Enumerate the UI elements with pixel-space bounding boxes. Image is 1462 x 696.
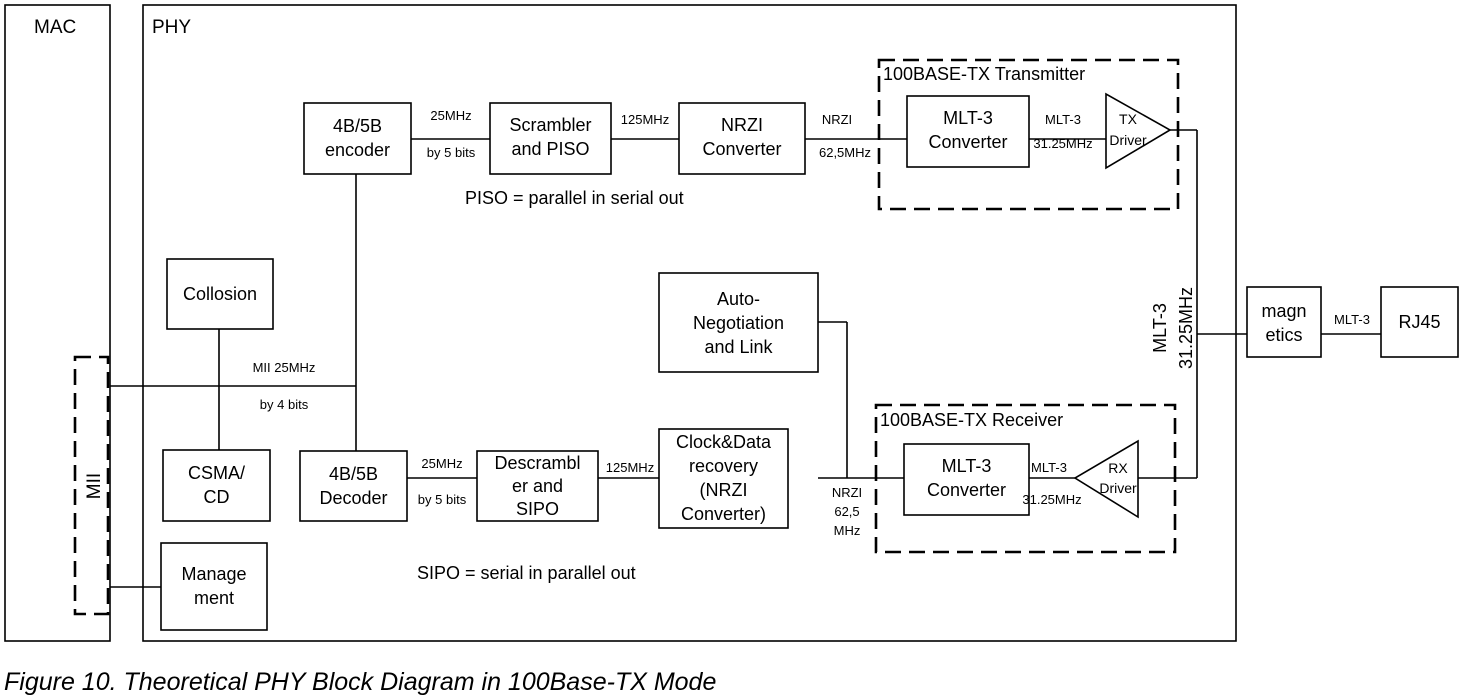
svg-text:and Link: and Link <box>704 337 773 357</box>
label-enc-scr-bits: by 5 bits <box>427 145 476 160</box>
svg-text:Scrambler: Scrambler <box>509 115 591 135</box>
svg-text:Converter: Converter <box>928 132 1007 152</box>
svg-text:MLT-3: MLT-3 <box>943 108 993 128</box>
auto-negotiation-block: Auto- Negotiation and Link <box>658 272 819 373</box>
label-mag-rj45: MLT-3 <box>1334 312 1370 327</box>
svg-text:Descrambl: Descrambl <box>494 453 580 473</box>
encoder-block: 4B/5B encoder <box>303 102 412 175</box>
label-nrzi-mlt-freq: 62,5MHz <box>819 145 871 160</box>
svg-text:Negotiation: Negotiation <box>693 313 784 333</box>
decoder-block: 4B/5B Decoder <box>299 450 408 522</box>
svg-text:4B/5B: 4B/5B <box>333 116 382 136</box>
label-nrzi-mlt-type: NRZI <box>822 112 852 127</box>
collision-block: Collosion <box>166 258 274 330</box>
svg-text:(NRZI: (NRZI <box>700 480 748 500</box>
sipo-note: SIPO = serial in parallel out <box>417 563 636 583</box>
magnetics-block: magn etics <box>1246 286 1322 358</box>
label-vertical-freq: 31.25MHz <box>1176 287 1196 369</box>
svg-text:Auto-: Auto- <box>717 289 760 309</box>
mlt3-rx-block: MLT-3 Converter <box>903 443 1030 516</box>
svg-text:CSMA/: CSMA/ <box>188 463 245 483</box>
rj45-block: RJ45 <box>1380 286 1459 358</box>
label-des-clk-freq: 125MHz <box>606 460 654 475</box>
svg-text:MLT-3: MLT-3 <box>942 456 992 476</box>
descrambler-block: Descrambl er and SIPO <box>476 450 599 522</box>
svg-text:Converter: Converter <box>702 139 781 159</box>
svg-text:NRZI: NRZI <box>721 115 763 135</box>
svg-text:magn: magn <box>1261 301 1306 321</box>
svg-text:er and: er and <box>512 476 563 496</box>
svg-text:Driver: Driver <box>1109 132 1147 148</box>
label-mlt-tx-freq: 31.25MHz <box>1033 136 1092 151</box>
label-mlt-rx-freq: 31.25MHz <box>1022 492 1081 507</box>
connection-wires <box>110 129 1381 588</box>
phy-label: PHY <box>152 17 191 38</box>
rx-driver-triangle: RX Driver <box>1073 439 1139 519</box>
svg-text:CD: CD <box>204 487 230 507</box>
label-enc-scr-freq: 25MHz <box>430 108 471 123</box>
tx-driver-triangle: TX Driver <box>1105 92 1172 170</box>
mlt3-tx-block: MLT-3 Converter <box>906 95 1030 168</box>
svg-text:and PISO: and PISO <box>511 139 589 159</box>
svg-text:4B/5B: 4B/5B <box>329 464 378 484</box>
mii-label: MII <box>84 473 105 499</box>
label-mii-bits: by 4 bits <box>260 397 309 412</box>
svg-text:Decoder: Decoder <box>319 488 387 508</box>
label-clk-mlt-freq: 62,5 <box>834 504 859 519</box>
figure-caption: Figure 10. Theoretical PHY Block Diagram… <box>4 668 716 696</box>
svg-text:Driver: Driver <box>1099 480 1137 496</box>
svg-text:Converter: Converter <box>927 480 1006 500</box>
svg-text:ment: ment <box>194 588 234 608</box>
label-vertical-type: MLT-3 <box>1150 303 1170 353</box>
label-clk-mlt-unit: MHz <box>834 523 861 538</box>
label-dec-des-bits: by 5 bits <box>418 492 467 507</box>
management-block: Manage ment <box>160 542 268 631</box>
svg-text:Manage: Manage <box>181 564 246 584</box>
label-mlt-rx-type: MLT-3 <box>1031 460 1067 475</box>
receiver-group <box>874 403 1177 554</box>
svg-text:recovery: recovery <box>689 456 758 476</box>
label-clk-mlt-type: NRZI <box>832 485 862 500</box>
svg-text:TX: TX <box>1119 111 1138 127</box>
label-scr-nrzi-freq: 125MHz <box>621 112 669 127</box>
mac-region <box>4 4 111 642</box>
csma-cd-block: CSMA/ CD <box>162 449 271 522</box>
svg-text:Collosion: Collosion <box>183 284 257 304</box>
svg-text:RX: RX <box>1108 460 1128 476</box>
mac-label: MAC <box>34 17 76 38</box>
clock-data-recovery-block: Clock&Data recovery (NRZI Converter) <box>658 428 789 529</box>
svg-text:encoder: encoder <box>325 140 390 160</box>
svg-text:etics: etics <box>1265 325 1302 345</box>
receiver-group-label: 100BASE-TX Receiver <box>880 410 1063 430</box>
transmitter-group-label: 100BASE-TX Transmitter <box>883 64 1085 84</box>
svg-text:SIPO: SIPO <box>516 499 559 519</box>
nrzi-tx-block: NRZI Converter <box>678 102 806 175</box>
svg-text:RJ45: RJ45 <box>1398 312 1440 332</box>
label-dec-des-freq: 25MHz <box>421 456 462 471</box>
label-mii-freq: MII 25MHz <box>253 360 316 375</box>
transmitter-group <box>877 58 1180 211</box>
piso-note: PISO = parallel in serial out <box>465 188 684 208</box>
label-mlt-tx-type: MLT-3 <box>1045 112 1081 127</box>
scrambler-block: Scrambler and PISO <box>489 102 612 175</box>
svg-text:Converter): Converter) <box>681 504 766 524</box>
svg-text:Clock&Data: Clock&Data <box>676 432 772 452</box>
